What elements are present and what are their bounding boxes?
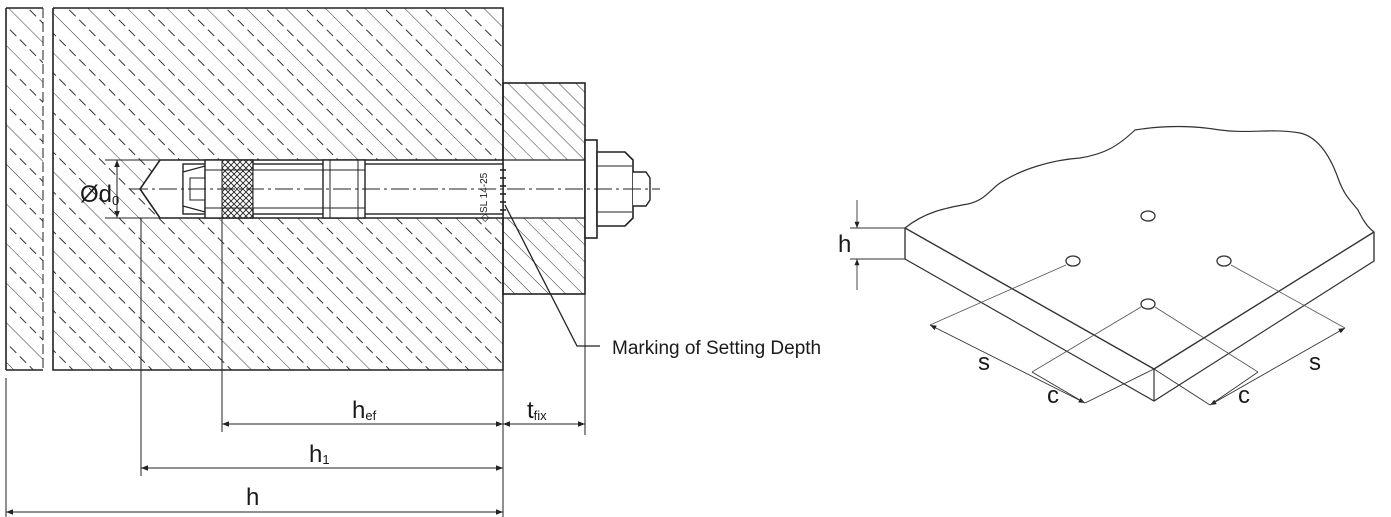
diameter-label: Ød0: [80, 181, 119, 208]
slab-h-label: h: [838, 231, 851, 258]
slab-dimensions: [850, 200, 1346, 406]
marking-leader-line: [504, 204, 600, 347]
slab-s-left-label: s: [978, 349, 990, 376]
diameter-dimension: [105, 159, 160, 219]
extension-lines: [5, 214, 586, 517]
concrete-slab: [904, 126, 1375, 402]
slab-c-left-label: c: [1047, 382, 1059, 409]
h1-label: h1: [309, 441, 330, 468]
marking-callout-label: Marking of Setting Depth: [612, 338, 821, 359]
hef-label: hef: [352, 397, 377, 424]
slab-c-right-label: c: [1238, 382, 1250, 409]
slab-s-right-label: s: [1309, 349, 1321, 376]
anchor-marking-text: SL 14-25: [479, 172, 490, 213]
h-label: h: [246, 484, 259, 511]
anchor-bolt: [130, 139, 660, 239]
tfix-label: tfix: [527, 397, 547, 424]
diamond-icon: ◇: [479, 213, 491, 222]
